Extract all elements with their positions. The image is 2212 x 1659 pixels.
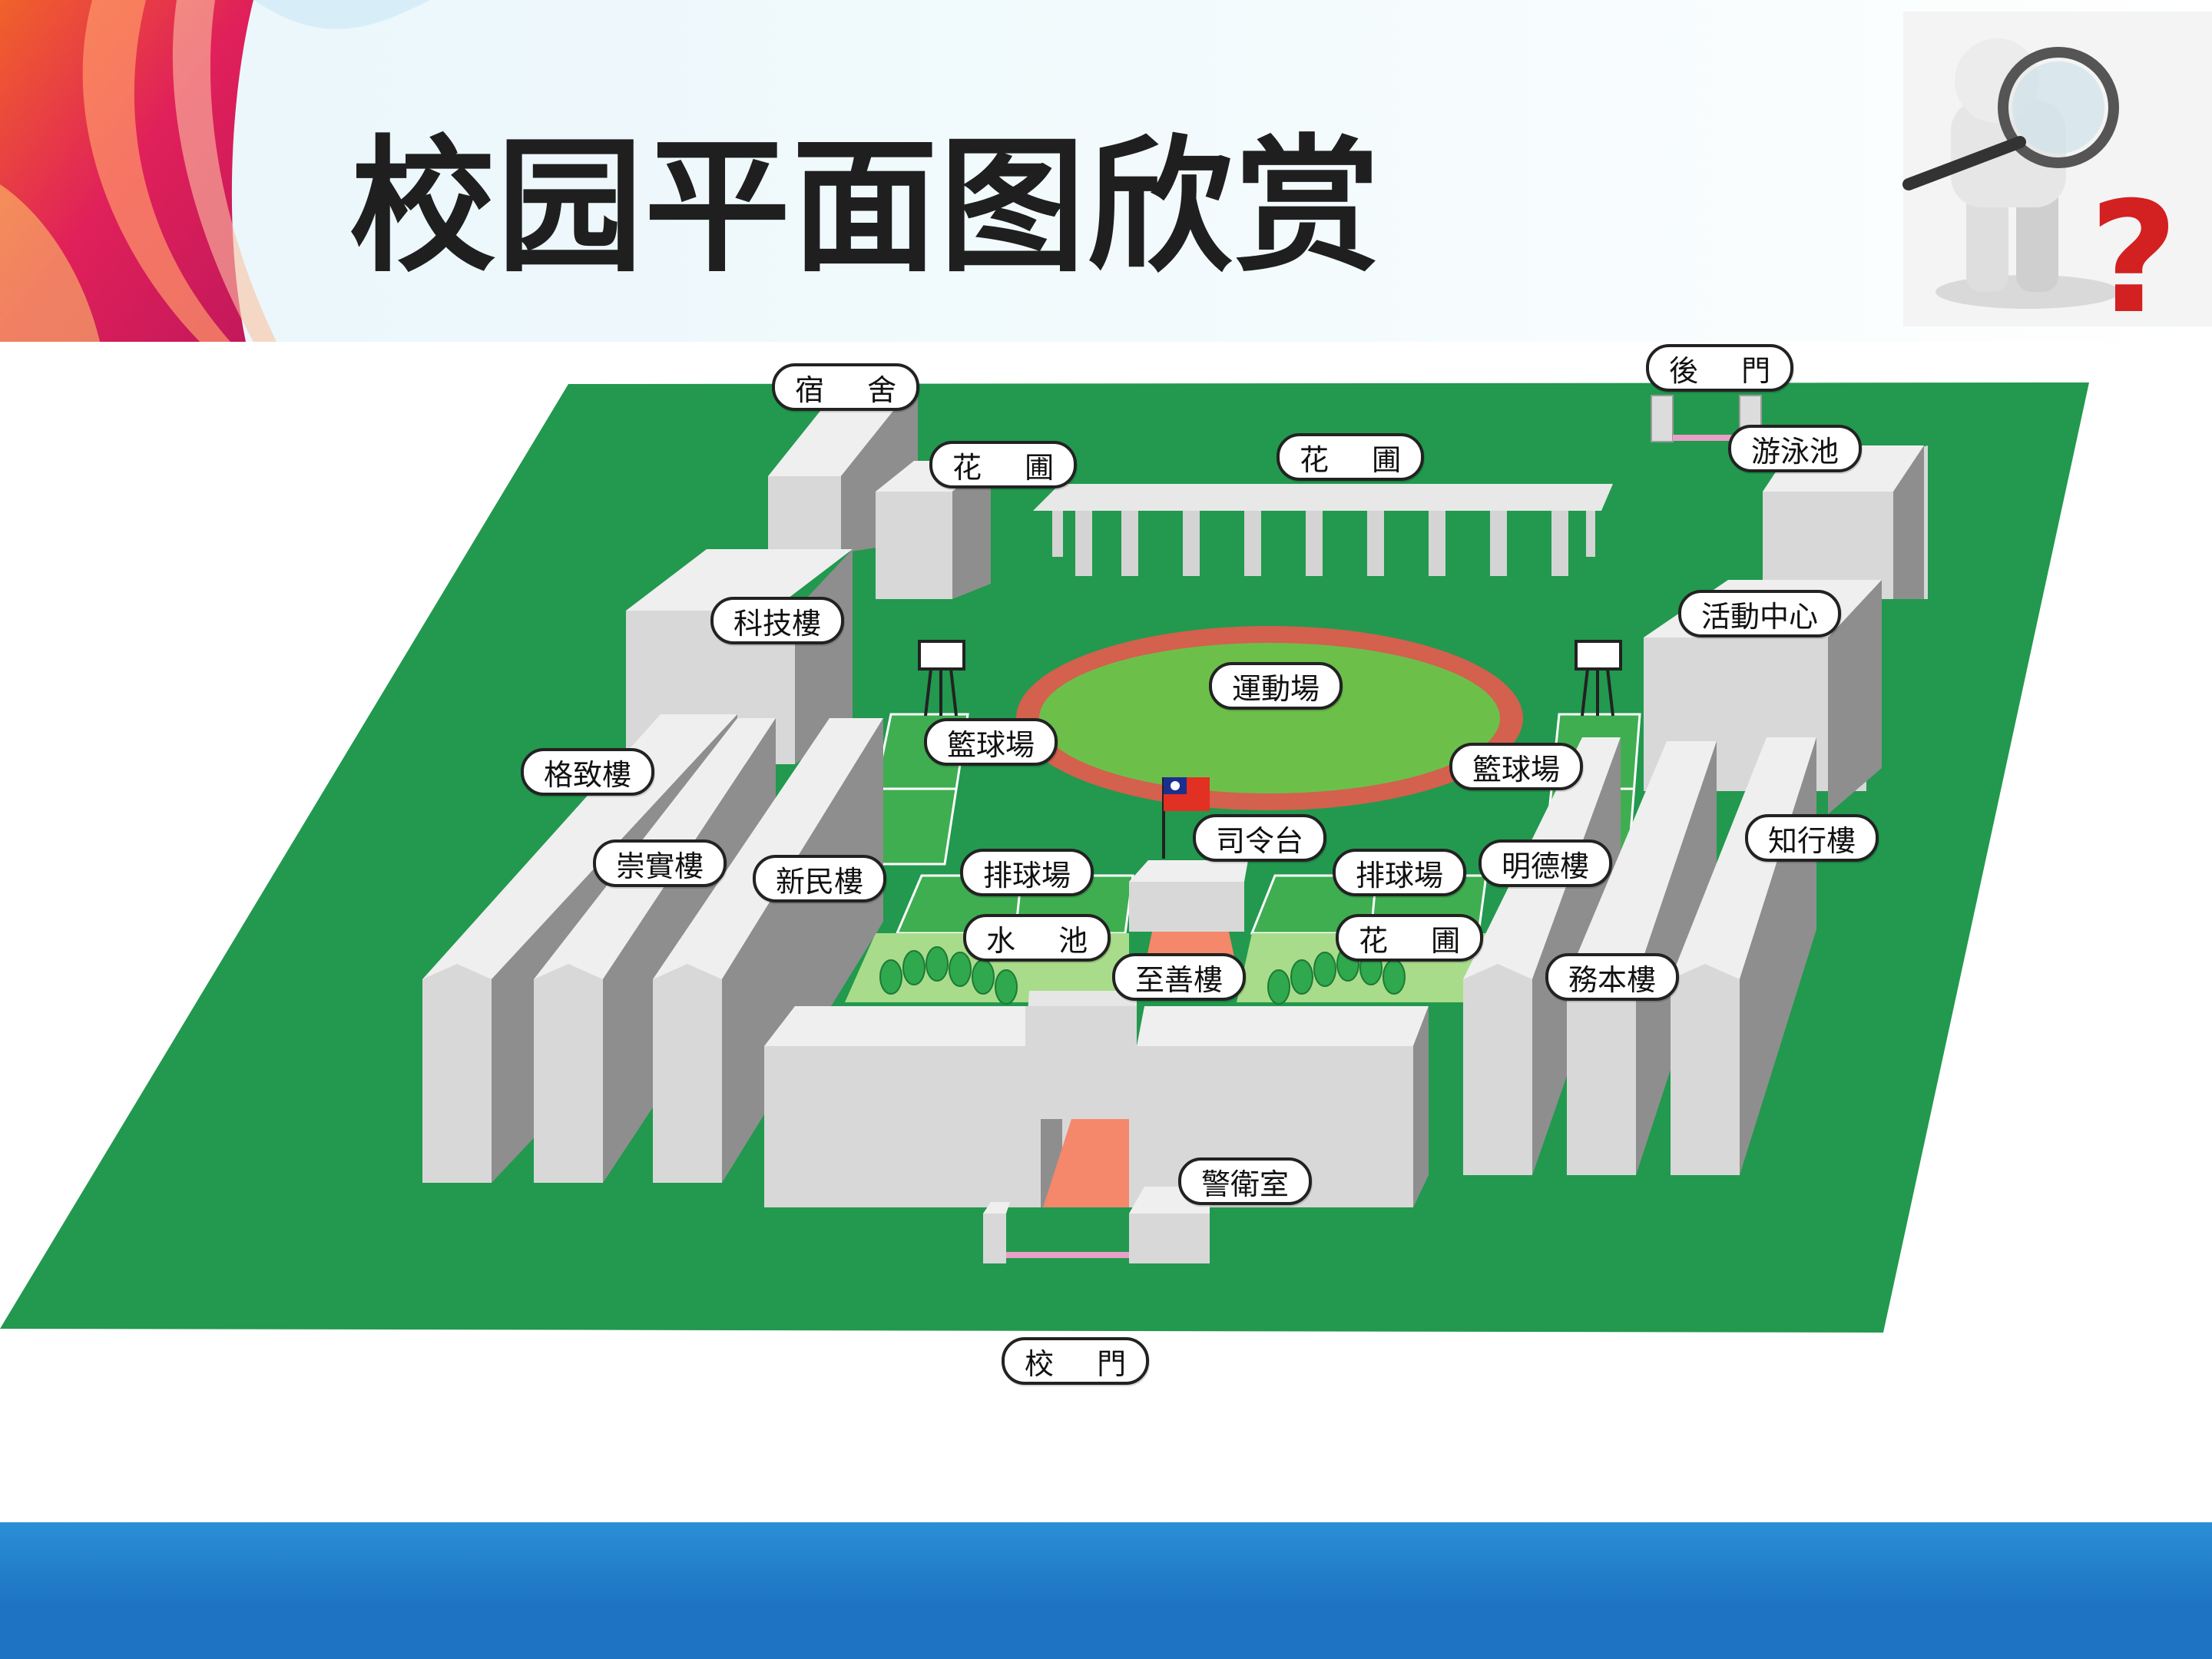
label-tech-building: 科技樓 [710, 597, 845, 644]
label-garden-n: 花 圃 [1277, 433, 1425, 481]
label-volleyball-w: 排球場 [960, 849, 1094, 896]
magnifier-figure-icon [1902, 12, 2212, 326]
label-volleyball-e: 排球場 [1333, 849, 1467, 896]
tree-icon [879, 946, 1406, 1005]
label-dorm: 宿 舍 [772, 363, 920, 411]
label-basketball-e: 籃球場 [1449, 743, 1584, 790]
header-band [0, 0, 2212, 342]
wuben-building [1567, 741, 1717, 1175]
label-xinmin-building: 新民樓 [753, 855, 887, 902]
basketball-hoop-icon [918, 640, 1622, 717]
label-wuben-building: 務本樓 [1545, 953, 1680, 1001]
label-garden-s: 花 圃 [1336, 914, 1484, 962]
label-zhishan-building: 至善樓 [1112, 953, 1247, 1001]
label-pool: 游泳池 [1728, 425, 1863, 472]
back-gate-structure [1651, 395, 1762, 442]
sports-field [1016, 626, 1523, 810]
label-podium: 司令台 [1193, 814, 1327, 862]
label-back-gate: 後 門 [1646, 344, 1794, 392]
zhishan-building [764, 991, 1429, 1207]
pergola [1033, 484, 1613, 576]
main-gate-structure [983, 1187, 1210, 1263]
label-basketball-w: 籃球場 [924, 718, 1058, 766]
label-chongshi-building: 崇實樓 [593, 839, 727, 887]
label-activity-center: 活動中心 [1678, 590, 1842, 637]
label-garden-nw: 花 圃 [929, 441, 1078, 488]
label-guard-room: 警衛室 [1178, 1157, 1313, 1205]
label-gezhi-building: 格致樓 [521, 748, 655, 796]
page-title: 校园平面图欣赏 [349, 122, 1382, 292]
flag-icon [1162, 777, 1210, 859]
xinmin-building [653, 718, 883, 1183]
question-mark-icon: ? [2089, 169, 2178, 348]
label-main-gate: 校 門 [1002, 1337, 1150, 1385]
label-sports-field: 運動場 [1209, 662, 1343, 710]
label-zhixing-building: 知行樓 [1745, 814, 1879, 862]
label-pond: 水 池 [963, 914, 1111, 962]
footer-band-dark [0, 1607, 2212, 1659]
label-mingde-building: 明德樓 [1479, 839, 1613, 887]
header-decoration [0, 0, 430, 342]
svg-text:?: ? [2089, 169, 2178, 348]
footer-band [0, 1522, 2212, 1607]
